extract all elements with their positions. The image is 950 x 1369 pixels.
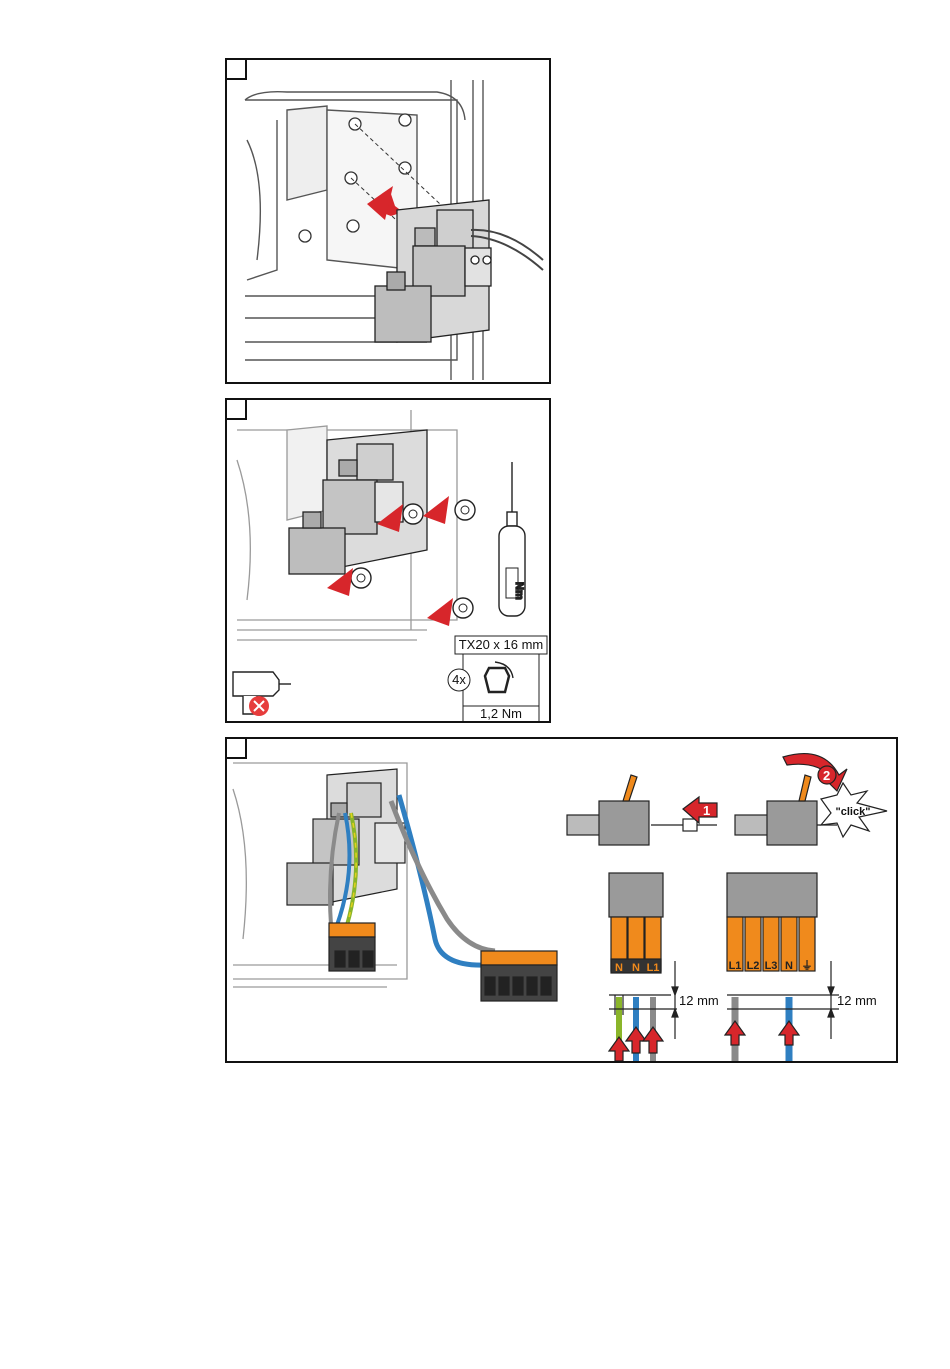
terminal-block-5-pole: L1 L2 L3 N ⏚ 12 mm (725, 873, 877, 1061)
screw (403, 504, 423, 524)
screw (351, 568, 371, 588)
close-lever-illustration: 2 "click" (735, 754, 887, 845)
terminal-label: L1 (647, 962, 660, 974)
screw (455, 500, 475, 520)
terminal-block-3-pole: N N L1 12 mm (609, 873, 719, 1061)
step-1-panel (225, 58, 551, 384)
insert-wire-illustration: 1 (567, 775, 717, 845)
strip-length-label: 12 mm (837, 993, 877, 1008)
fasten-board-illustration: Nm TX20 x 16 mm 1,2 Nm 4x (227, 400, 549, 721)
step-3-panel: 1 2 "click" N N L1 (225, 737, 898, 1063)
strip-length-label: 12 mm (679, 993, 719, 1008)
bit-size-label: TX20 x 16 mm (459, 637, 544, 652)
connector-3-pole (329, 923, 375, 971)
torx-icon (485, 668, 509, 692)
screw (453, 598, 473, 618)
tool-spec-table: TX20 x 16 mm 1,2 Nm 4x (448, 636, 547, 721)
step-2-number: 2 (823, 768, 830, 783)
screw-count-label: 4x (452, 672, 466, 687)
connector-5-pole (481, 951, 557, 1001)
step-number-box (225, 58, 247, 80)
terminal-label: L1 (729, 960, 742, 972)
terminal-label: N (615, 962, 623, 974)
terminal-label: N (785, 960, 793, 972)
torque-unit-label: Nm (513, 582, 525, 600)
no-drill-icon (233, 672, 291, 716)
torque-label: 1,2 Nm (480, 706, 522, 721)
step-number-box (225, 737, 247, 759)
connect-cables-illustration: 1 2 "click" N N L1 (227, 739, 896, 1061)
terminal-label: L2 (747, 960, 760, 972)
terminal-label: L3 (765, 960, 778, 972)
step-number-box (225, 398, 247, 420)
install-board-illustration (227, 60, 549, 382)
terminal-label: ⏚ (802, 959, 813, 972)
step-1-number: 1 (703, 803, 710, 818)
screwdriver-icon: Nm (499, 462, 525, 616)
step-2-panel: Nm TX20 x 16 mm 1,2 Nm 4x (225, 398, 551, 723)
terminal-label: N (632, 962, 640, 974)
click-label: "click" (836, 806, 871, 818)
